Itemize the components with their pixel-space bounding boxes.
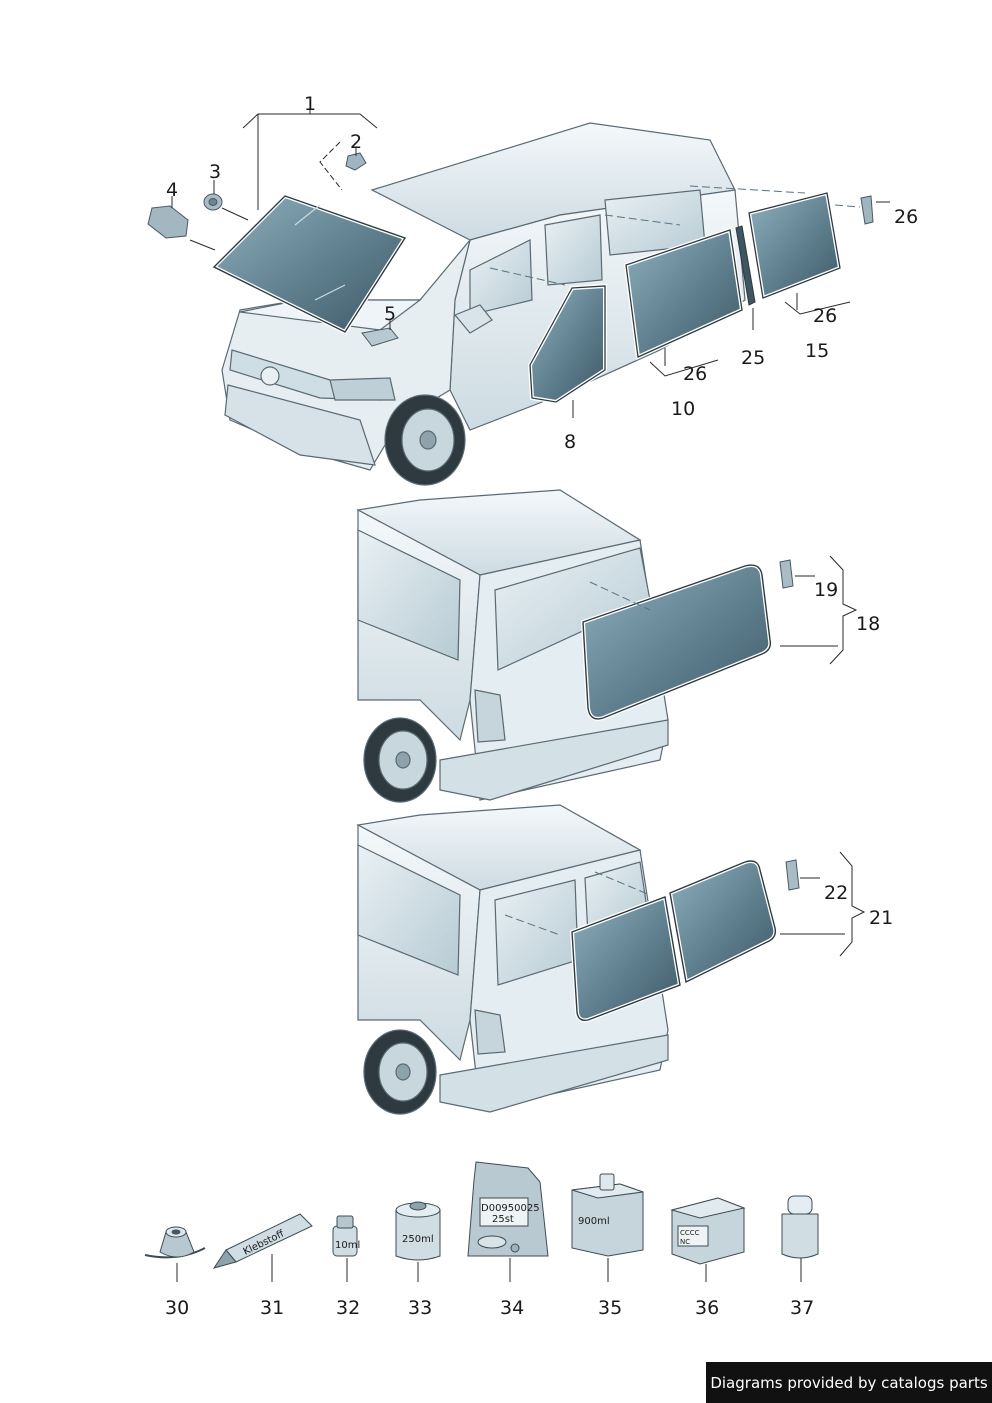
callout-33: 33 <box>408 1297 432 1319</box>
windscreen <box>210 193 409 335</box>
rear-window-21-left <box>569 894 683 1023</box>
box-label: 900ml <box>578 1216 610 1227</box>
callout-22: 22 <box>824 882 848 904</box>
callout-5: 5 <box>384 303 396 325</box>
callout-26-a: 26 <box>894 206 918 228</box>
callout-35: 35 <box>598 1297 622 1319</box>
carton-label-b: NC <box>680 1238 690 1246</box>
carton-label-a: CCCC <box>680 1229 700 1237</box>
callout-36: 36 <box>695 1297 719 1319</box>
clip-19 <box>779 559 794 589</box>
leader-lines-lower <box>504 851 866 957</box>
product-37-bottle <box>781 1195 819 1259</box>
callout-18: 18 <box>856 613 880 635</box>
bag-qty-label: 25st <box>492 1214 514 1225</box>
side-window-8 <box>527 283 607 405</box>
leader-lines-middle <box>589 555 858 665</box>
callout-37: 37 <box>790 1297 814 1319</box>
side-window-15 <box>746 190 843 301</box>
callout-1: 1 <box>304 93 316 115</box>
leader-lines-products <box>176 1254 802 1282</box>
callout-19: 19 <box>814 579 838 601</box>
clip-22 <box>785 859 800 891</box>
side-window-10 <box>623 227 745 360</box>
callout-32: 32 <box>336 1297 360 1319</box>
callout-26-c: 26 <box>683 363 707 385</box>
van-rear-tailgate-view <box>356 489 669 803</box>
product-31-tube: Klebstoff <box>212 1213 313 1269</box>
leader-lines-top <box>171 104 890 418</box>
callout-34: 34 <box>500 1297 524 1319</box>
callout-21: 21 <box>869 907 893 929</box>
product-36-carton: CCCC NC <box>670 1197 746 1265</box>
medium-can-label: 250ml <box>402 1234 434 1245</box>
rear-window-18 <box>580 563 773 721</box>
rear-window-21-right <box>667 859 778 985</box>
callout-2: 2 <box>350 131 362 153</box>
callout-15: 15 <box>805 340 829 362</box>
product-33-medium-can: 250ml <box>395 1201 441 1261</box>
callout-30: 30 <box>165 1297 189 1319</box>
callout-26-b: 26 <box>813 305 837 327</box>
callout-3: 3 <box>209 161 221 183</box>
sensor-parts <box>147 152 399 347</box>
seal-strip-25 <box>735 225 756 306</box>
callout-4: 4 <box>166 179 178 201</box>
product-34-bag: D00950025 25st <box>467 1161 549 1257</box>
small-can-label: 10ml <box>335 1240 360 1251</box>
callout-labels: 1 2 3 4 5 8 10 15 25 26 26 26 19 18 22 2… <box>165 93 918 1319</box>
product-35-box: 900ml <box>571 1173 644 1257</box>
callout-8: 8 <box>564 431 576 453</box>
credit-text: Diagrams provided by catalogs parts <box>710 1373 988 1392</box>
bag-code-label: D00950025 <box>481 1203 540 1214</box>
product-32-small-can: 10ml <box>332 1215 360 1257</box>
clip-26 <box>860 195 874 225</box>
callout-25: 25 <box>741 347 765 369</box>
product-30-spool <box>144 1226 206 1259</box>
callout-10: 10 <box>671 398 695 420</box>
callout-31: 31 <box>260 1297 284 1319</box>
credit-banner: Diagrams provided by catalogs parts <box>706 1362 992 1403</box>
